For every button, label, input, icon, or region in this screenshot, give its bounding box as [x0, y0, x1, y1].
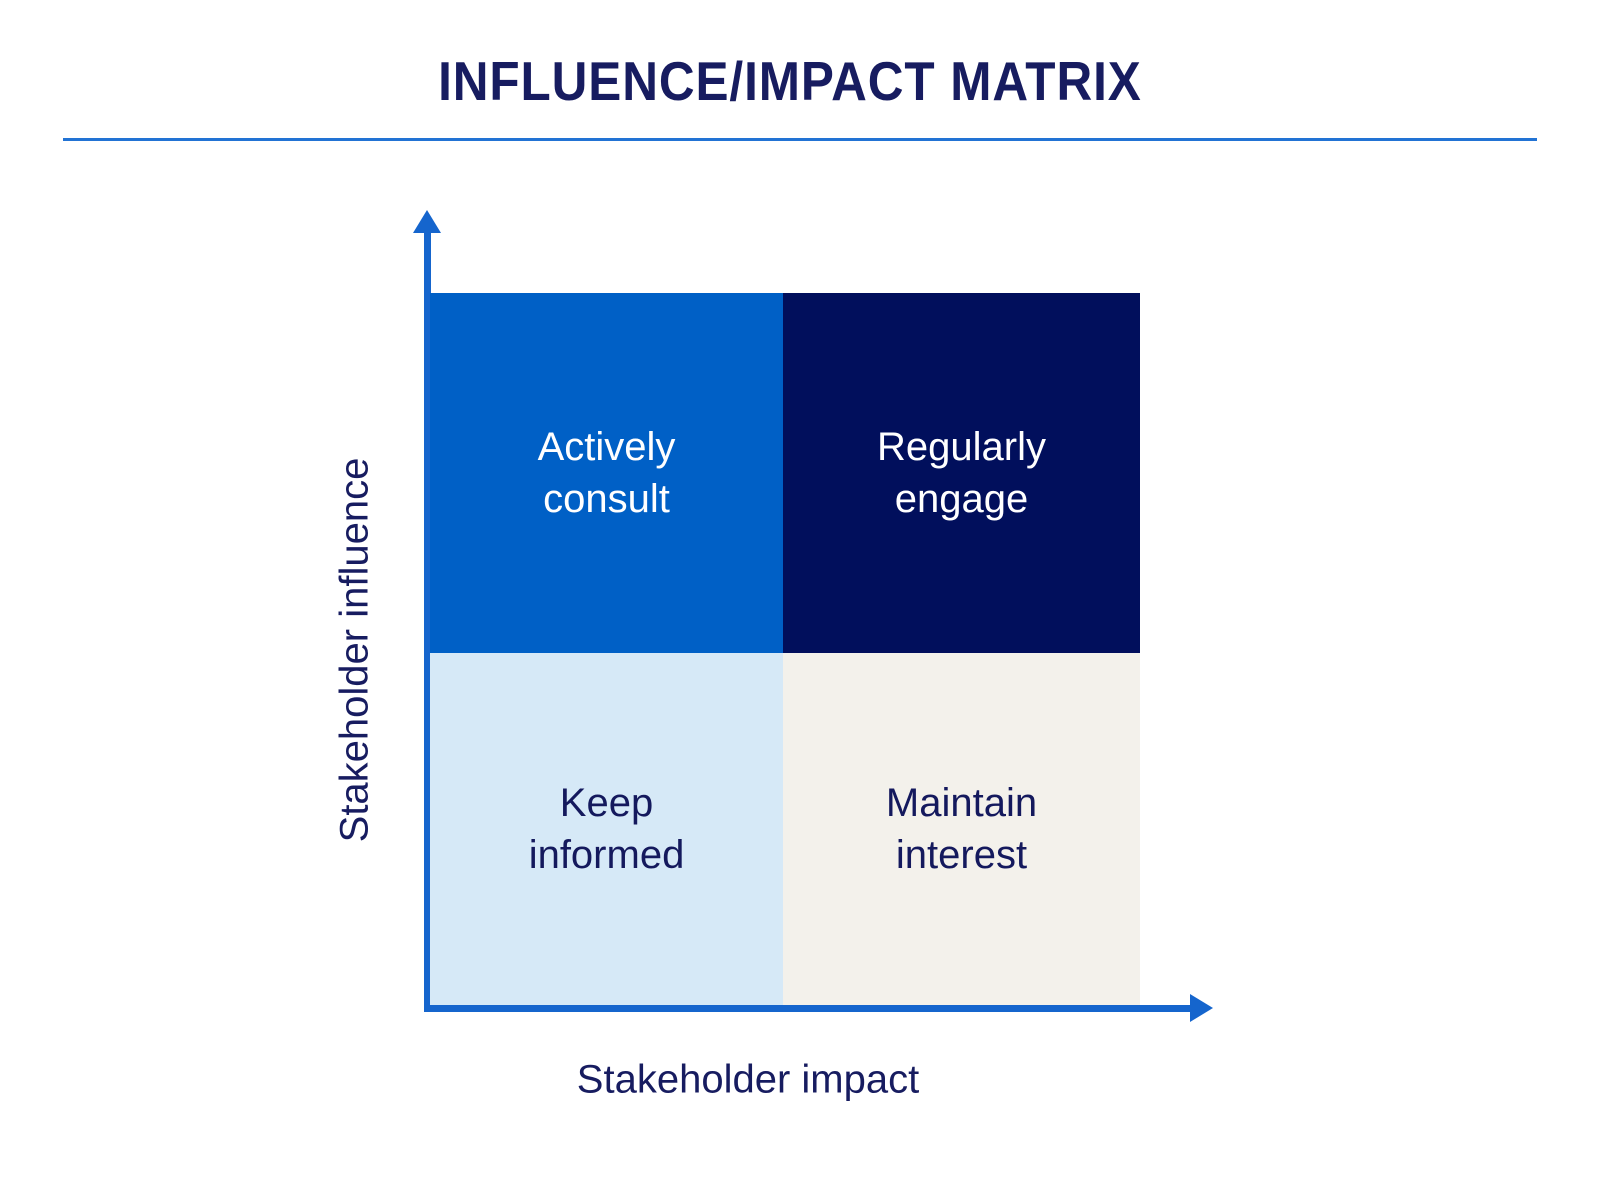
quadrant-actively-consult: Actively consult: [430, 293, 783, 653]
quadrant-regularly-engage: Regularly engage: [783, 293, 1140, 653]
x-axis-arrow-right-icon: [1190, 994, 1213, 1022]
y-axis-arrow-up-icon: [413, 210, 441, 233]
quadrant-keep-informed: Keep informed: [430, 653, 783, 1005]
y-axis-label: Stakeholder influence: [332, 457, 377, 843]
page-title: INFLUENCE/IMPACT MATRIX: [0, 52, 1580, 110]
quadrant-maintain-interest: Maintain interest: [783, 653, 1140, 1005]
y-axis-line: [424, 228, 431, 1012]
page-title-text: INFLUENCE/IMPACT MATRIX: [438, 50, 1142, 112]
x-axis-line: [424, 1005, 1192, 1012]
quadrant-grid: Actively consult Regularly engage Keep i…: [430, 293, 1140, 1005]
title-divider: [63, 138, 1537, 141]
x-axis-label: Stakeholder impact: [576, 1057, 920, 1102]
